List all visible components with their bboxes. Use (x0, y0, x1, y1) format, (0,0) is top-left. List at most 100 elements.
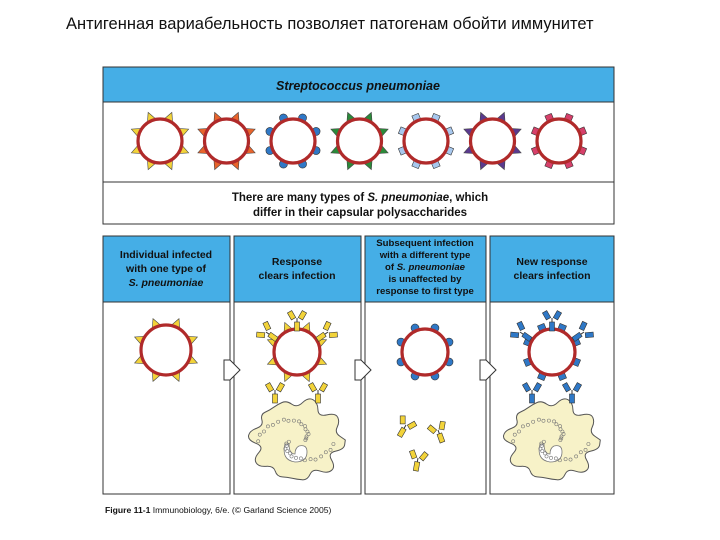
opsonized-bacterium (266, 321, 328, 383)
panel-1-line-2: with one type of (125, 263, 206, 275)
arrow-3-4 (479, 359, 497, 381)
antibody (541, 310, 563, 332)
granule (328, 448, 333, 452)
granule (284, 441, 289, 446)
bacterium-wall (468, 117, 517, 165)
granule (512, 432, 517, 437)
bacterium-wall (202, 117, 251, 165)
granule (583, 448, 588, 452)
granule (543, 451, 548, 456)
panel-3-line-1: Subsequent infection (376, 238, 474, 249)
panel-3-line-2: with a different type (379, 250, 471, 261)
granule (308, 457, 313, 462)
granule (541, 439, 546, 444)
slide-title: Антигенная вариабельность позволяет пато… (66, 15, 594, 33)
summary-line-2: differ in their capsular polysaccharides (253, 207, 467, 219)
granule (284, 443, 289, 448)
panel-3: Subsequent infection with a different ty… (364, 235, 487, 495)
summary-box (102, 181, 615, 225)
panel-1: Individual infected with one type of S. … (102, 235, 231, 495)
bacterium-wall (400, 327, 450, 377)
granule (286, 439, 291, 444)
granule (289, 454, 294, 459)
granule (266, 424, 270, 429)
bacterium-wall (272, 327, 322, 377)
panel-illustrations (133, 310, 601, 481)
granule (299, 456, 303, 461)
granule (557, 458, 562, 463)
granule (537, 417, 541, 422)
bacterium-wall (139, 323, 193, 377)
panel-4-line-2: clears infection (513, 270, 590, 282)
bacterium-wall (136, 117, 184, 165)
granule (285, 449, 290, 454)
strain-bacterium (330, 111, 389, 171)
granule (563, 457, 568, 462)
granule (539, 443, 544, 448)
granule (586, 442, 591, 446)
granule (294, 455, 298, 460)
granule (539, 441, 544, 446)
arrow-2-3 (354, 359, 372, 381)
granule (560, 429, 565, 434)
antibody (561, 382, 583, 404)
strain-bacterium (197, 111, 256, 171)
granule (323, 450, 328, 455)
figure-caption: Figure 11-1 Immunobiology, 6/e. (© Garla… (105, 505, 331, 515)
antibody (256, 320, 279, 342)
granule (544, 454, 549, 459)
granule (256, 439, 261, 444)
granule (299, 422, 304, 427)
summary-line-1: There are many types of S. pneumoniae, w… (232, 192, 488, 204)
granule (517, 429, 521, 434)
granule (291, 418, 296, 423)
bacterium-wall (527, 327, 577, 377)
panel-3-line-5: response to first type (376, 286, 474, 297)
antibody (286, 310, 308, 332)
granule (302, 458, 307, 463)
strain-bacterium (130, 111, 190, 171)
panel-3-line-4: is unaffected by (388, 274, 462, 285)
antibody (409, 449, 429, 472)
opsonized-bacterium (523, 323, 581, 381)
granule (549, 455, 553, 460)
granule (531, 419, 536, 424)
antibody (510, 320, 533, 342)
antibody (396, 415, 418, 438)
granule (262, 429, 266, 434)
panel-1-line-3: S. pneumoniae (129, 277, 204, 289)
arrow-1-2 (223, 359, 241, 381)
granule (578, 450, 583, 455)
antibody (571, 320, 594, 342)
granule (554, 422, 559, 427)
antibody (315, 320, 338, 342)
antibody (307, 382, 329, 404)
arrows (223, 359, 497, 381)
granule (297, 419, 301, 424)
granule (540, 449, 545, 454)
caption-figure-number: Figure 11-1 (105, 505, 151, 515)
panel-4-line-1: New response (516, 256, 587, 268)
granule (521, 424, 525, 429)
granule (574, 454, 578, 459)
strain-bacterium (397, 112, 455, 170)
macrophage-nucleus (538, 443, 563, 463)
granule (511, 439, 516, 444)
bacterium-wall (269, 117, 317, 165)
macrophage (503, 398, 601, 481)
granule (331, 442, 336, 446)
granule (568, 457, 573, 462)
granule (303, 427, 308, 432)
bacterium-wall (402, 117, 450, 165)
granule (276, 419, 281, 424)
granule (552, 419, 556, 424)
bacterium-wall (335, 117, 384, 165)
antibody (521, 382, 543, 404)
header-title: Streptococcus pneumoniae (276, 79, 440, 93)
panel-3-line-3: of S. pneumoniae (385, 262, 466, 273)
panel-1-line-1: Individual infected (120, 249, 212, 261)
bacterium-wall (535, 117, 583, 165)
granule (541, 418, 546, 423)
antibody (264, 382, 286, 404)
granule (257, 432, 262, 437)
